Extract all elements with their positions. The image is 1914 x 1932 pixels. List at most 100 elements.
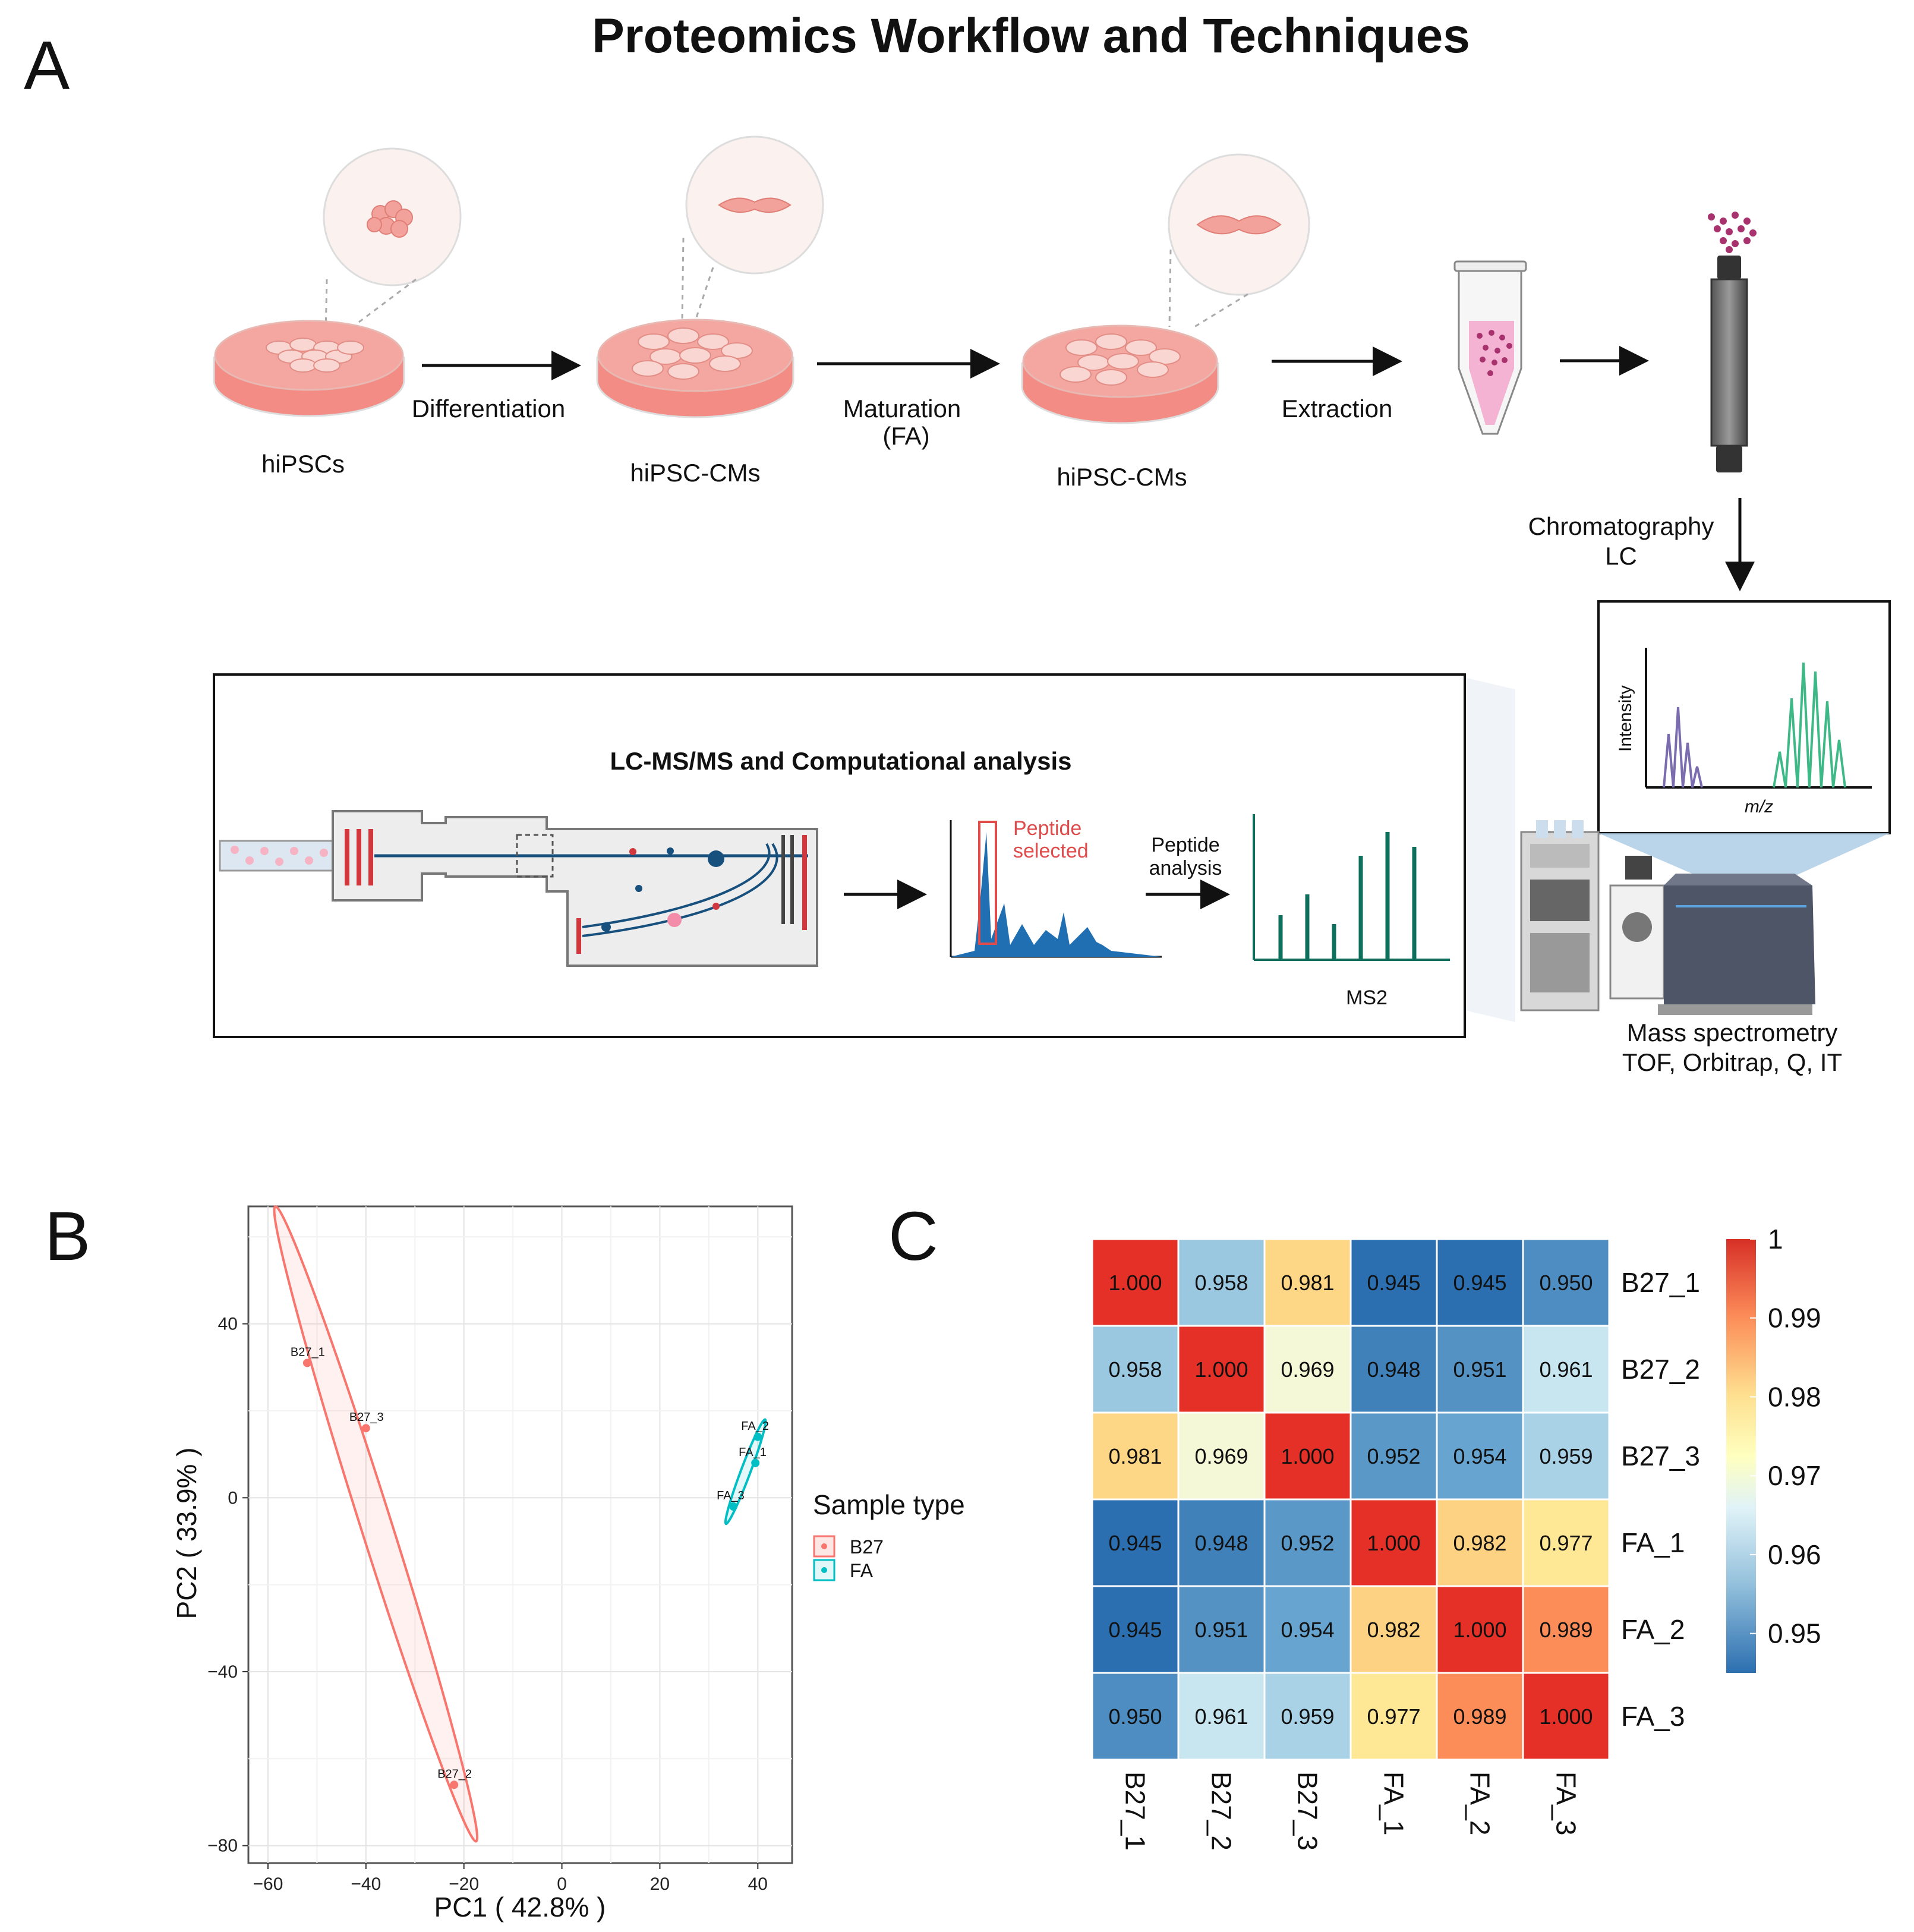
dish3-label: hiPSC-CMs	[1057, 463, 1187, 491]
row-label: B27_2	[1621, 1354, 1700, 1385]
chrom-label-line1: Chromatography	[1528, 512, 1714, 540]
heatmap-cell-value: 0.958	[1108, 1357, 1162, 1382]
zoom-funnel	[1598, 833, 1890, 897]
point-b27_1	[302, 1359, 311, 1367]
dish2-label: hiPSC-CMs	[630, 459, 760, 487]
peptide-analysis-line2: analysis	[1149, 857, 1222, 880]
legend-title: Sample type	[813, 1489, 965, 1520]
heatmap-cell	[1436, 1672, 1524, 1761]
panel-c-letter: C	[888, 1197, 938, 1275]
ms1-spectrum-inset: Intensity m/z	[1597, 600, 1891, 834]
pca-ylabel: PC2 ( 33.9% )	[171, 1448, 202, 1619]
heatmap-cell	[1177, 1325, 1266, 1414]
x-tick-label: −60	[253, 1874, 283, 1894]
step3-label: Extraction	[1282, 395, 1393, 423]
colorbar-tick-label: 0.97	[1768, 1460, 1821, 1491]
mass-spectrometer	[1465, 677, 1815, 1022]
heatmap-cell-value: 0.945	[1453, 1271, 1506, 1295]
point-label-fa_3: FA_3	[717, 1489, 745, 1502]
row-label: B27_3	[1621, 1441, 1700, 1471]
ms-schematic	[219, 810, 818, 967]
y-tick-label: −40	[207, 1662, 238, 1682]
pca-ellipses	[273, 1205, 767, 1843]
point-b27_2	[450, 1780, 459, 1789]
heatmap-cell-value: 1.000	[1194, 1357, 1248, 1382]
x-tick-label: −40	[351, 1874, 381, 1894]
dish-hipsc-cms-2	[1021, 153, 1310, 424]
heatmap-cell-value: 1.000	[1108, 1271, 1162, 1295]
point-fa_1	[751, 1458, 760, 1467]
x-tick-label: −20	[449, 1874, 479, 1894]
heatmap-cell-value: 0.969	[1281, 1357, 1334, 1382]
heatmap-cell-value: 0.951	[1194, 1618, 1248, 1642]
ms2-spectrum	[1253, 814, 1450, 961]
dish-hipscs	[213, 147, 462, 417]
heatmap-cell-value: 0.945	[1108, 1618, 1162, 1642]
heatmap-cell-value: 0.961	[1539, 1357, 1593, 1382]
colorbar: 10.990.980.970.960.95	[1726, 1224, 1821, 1673]
y-tick-label: −80	[207, 1836, 238, 1856]
heatmap-cell	[1436, 1238, 1524, 1327]
point-label-fa_2: FA_2	[741, 1420, 769, 1433]
heatmap-cell	[1349, 1325, 1438, 1414]
colorbar-ticks: 10.990.980.970.960.95	[1750, 1224, 1821, 1649]
panel-b-letter: B	[45, 1197, 90, 1275]
heatmap-cell-value: 0.950	[1108, 1704, 1162, 1729]
heatmap-cell	[1349, 1238, 1438, 1327]
col-label: B27_1	[1120, 1772, 1151, 1851]
pca-legend: Sample type B27 FA	[813, 1489, 965, 1581]
y-tick-label: 0	[228, 1488, 238, 1508]
heatmap-cell-value: 0.961	[1194, 1704, 1248, 1729]
heatmap-cell-value: 0.969	[1194, 1444, 1248, 1468]
heatmap-cell-value: 0.982	[1453, 1531, 1506, 1555]
colorbar-tick-label: 1	[1768, 1224, 1783, 1255]
heatmap-cell-value: 0.989	[1539, 1618, 1593, 1642]
point-fa_3	[729, 1502, 738, 1511]
heatmap-cell	[1522, 1498, 1610, 1587]
step2-label-line1: Maturation	[843, 395, 961, 423]
heatmap-cell-value: 0.952	[1281, 1531, 1334, 1555]
heatmap-cell	[1522, 1411, 1610, 1501]
heatmap-cells: 1.000 0.958 0.981 0.945 0.945 0.950 0.958 1.000…	[1091, 1238, 1610, 1761]
heatmap-cell-value: 0.954	[1453, 1444, 1506, 1468]
peptide-selected-line2: selected	[1013, 840, 1089, 862]
spectrum-xlabel: m/z	[1745, 797, 1773, 817]
x-tick-label: 40	[748, 1874, 768, 1894]
heatmap-cell	[1522, 1325, 1610, 1414]
spectrum-ylabel: Intensity	[1616, 685, 1635, 752]
colorbar-tick-label: 0.96	[1768, 1539, 1821, 1570]
row-label: FA_3	[1621, 1701, 1685, 1732]
peptide-selected-line1: Peptide	[1013, 817, 1081, 840]
colorbar-tick-label: 0.98	[1768, 1381, 1821, 1412]
point-fa_2	[753, 1432, 762, 1441]
heatmap-cell-value: 0.958	[1194, 1271, 1248, 1295]
colorbar-tick-label: 0.99	[1768, 1303, 1821, 1334]
eppendorf-tube	[1453, 260, 1527, 435]
heatmap-cell	[1263, 1585, 1352, 1674]
heatmap-cell-value: 0.950	[1539, 1271, 1593, 1295]
col-label: FA_3	[1551, 1772, 1582, 1835]
legend-fa: FA	[850, 1560, 874, 1581]
lcms-box: LC-MS/MS and Computational analysis	[213, 673, 1466, 1038]
col-label: FA_2	[1465, 1772, 1496, 1835]
heatmap-cell	[1263, 1325, 1352, 1414]
lc-column	[1708, 212, 1757, 472]
heatmap-cell-value: 0.951	[1453, 1357, 1506, 1382]
lc-trace	[950, 820, 1162, 958]
heatmap-cell-value: 0.977	[1367, 1704, 1420, 1729]
pca-xlabel: PC1 ( 42.8% )	[434, 1892, 606, 1922]
heatmap-cell	[1522, 1585, 1610, 1674]
heatmap-cell-value: 1.000	[1367, 1531, 1420, 1555]
ms-label-line2: TOF, Orbitrap, Q, IT	[1622, 1048, 1842, 1076]
heatmap-cell	[1436, 1411, 1524, 1501]
heatmap-cell-value: 0.954	[1281, 1618, 1334, 1642]
x-tick-label: 0	[557, 1874, 567, 1894]
lcms-title: LC-MS/MS and Computational analysis	[610, 747, 1071, 775]
col-label: B27_2	[1206, 1772, 1237, 1851]
heatmap-cell-value: 0.981	[1108, 1444, 1162, 1468]
